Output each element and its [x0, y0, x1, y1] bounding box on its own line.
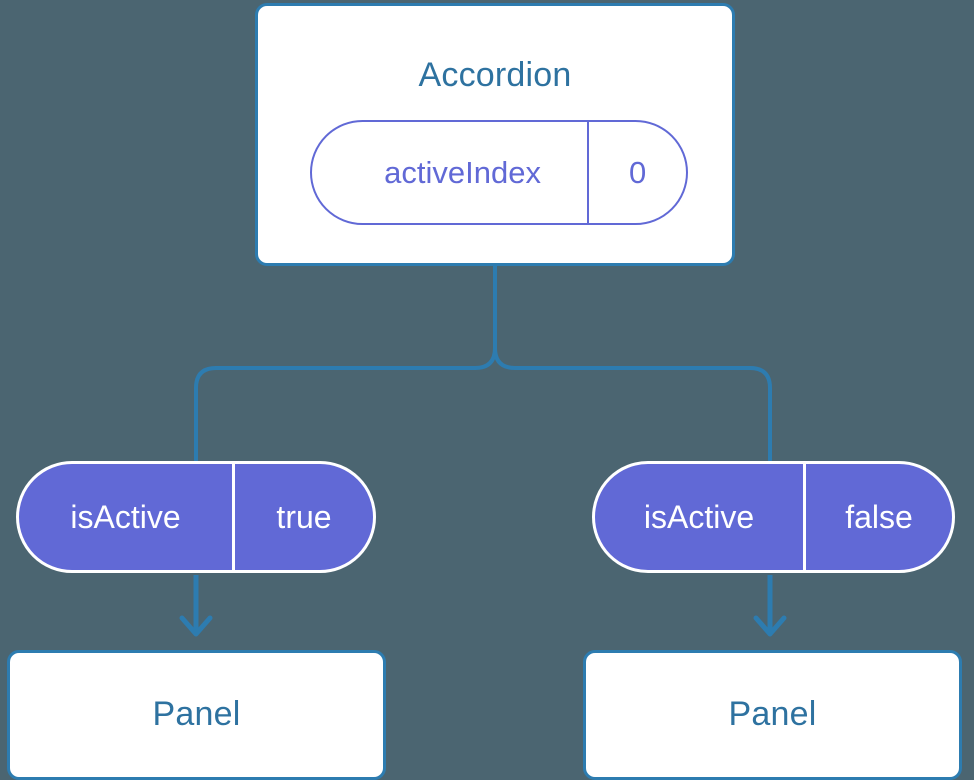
prop-pill-active-index[interactable]: activeIndex 0 [310, 120, 688, 225]
panel-component-node-left[interactable]: Panel [7, 650, 386, 780]
state-pill-is-active-false[interactable]: isActive false [592, 461, 955, 573]
accordion-component-node[interactable]: Accordion activeIndex 0 [255, 3, 735, 266]
state-pill-is-active-true[interactable]: isActive true [16, 461, 376, 573]
state-value-label: false [803, 464, 952, 570]
panel-component-node-right[interactable]: Panel [583, 650, 962, 780]
panel-title: Panel [152, 695, 241, 733]
state-key-label: isActive [643, 498, 755, 535]
connector-tree-split-right [493, 263, 772, 462]
state-value-label: true [232, 464, 373, 570]
prop-value-label: 0 [587, 122, 686, 223]
arrow-right-head-icon [753, 615, 787, 637]
prop-key-label: activeIndex [384, 154, 541, 190]
panel-title: Panel [728, 695, 817, 733]
arrow-left-head-icon [179, 615, 213, 637]
connector-tree-split [194, 263, 497, 462]
accordion-title: Accordion [418, 56, 572, 94]
state-key-label: isActive [70, 498, 181, 535]
